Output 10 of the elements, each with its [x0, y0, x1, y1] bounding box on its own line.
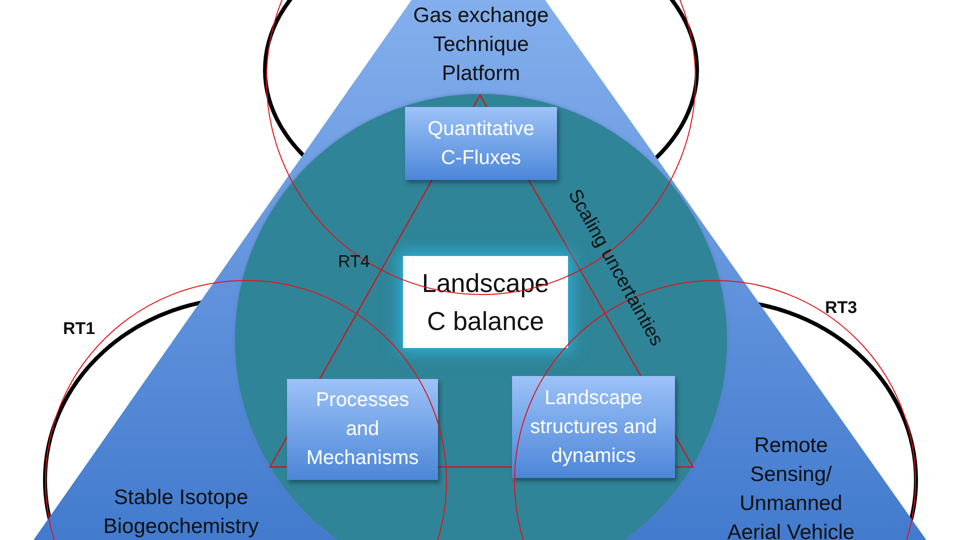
region-tag: RT3: [825, 298, 865, 318]
concept-box: Processes and Mechanisms: [287, 379, 438, 480]
region-label: Remote Sensing/ Unmanned Aerial Vehicle: [726, 433, 856, 540]
region-tag: RT1: [63, 319, 103, 339]
center-box: Landscape C balance: [403, 256, 568, 348]
concept-box: Landscape structures and dynamics: [512, 376, 675, 478]
region-label: Stable Isotope Biogeochemistry: [102, 485, 260, 540]
concept-box: Quantitative C-Fluxes: [405, 107, 557, 180]
region-tag: RT4: [338, 252, 370, 272]
region-label: Gas exchange Technique Platform: [412, 3, 550, 87]
